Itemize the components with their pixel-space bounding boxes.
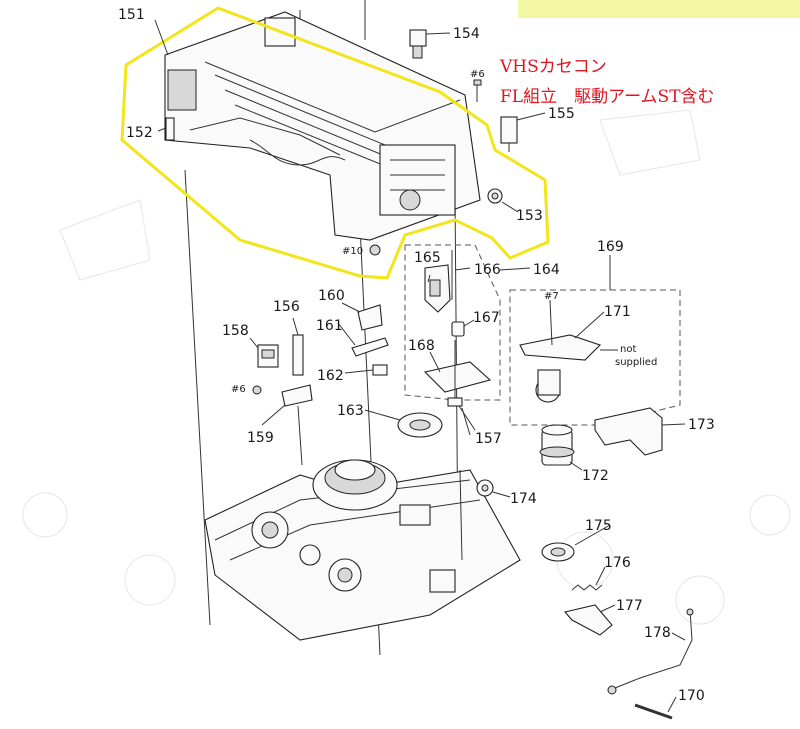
part-178-wire xyxy=(607,608,694,695)
label-160: 160 xyxy=(318,288,345,304)
label-171: 171 xyxy=(604,304,631,320)
part-158-solenoid xyxy=(257,344,279,368)
part-152-pin xyxy=(157,117,175,141)
part-167-roller xyxy=(451,321,465,337)
part-labels: 151 152 153 154 155 156 157 158 159 160 … xyxy=(118,7,715,704)
not-supplied-line2: supplied xyxy=(615,357,657,368)
annotation-line1: VHSカセコン xyxy=(499,57,607,77)
part-160-bracket xyxy=(357,304,383,331)
label-161: 161 xyxy=(316,318,343,334)
screw-6-left xyxy=(252,385,262,395)
part-173-bracket xyxy=(594,407,686,456)
part-171-arm xyxy=(519,299,602,403)
not-supplied-line1: not xyxy=(620,344,636,355)
corner-tab xyxy=(518,0,800,18)
part-162-clip xyxy=(372,364,388,376)
label-174: 174 xyxy=(510,491,537,507)
label-163: 163 xyxy=(337,403,364,419)
part-155-switch xyxy=(500,112,546,152)
label-178: 178 xyxy=(644,625,671,641)
label-153: 153 xyxy=(516,208,543,224)
part-172-gear-stack xyxy=(539,424,575,466)
label-166: 166 xyxy=(474,262,501,278)
not-supplied-note: not supplied xyxy=(600,344,657,368)
background-ghosts xyxy=(22,109,791,625)
screw-6-top xyxy=(473,79,482,102)
fl-assembly-151 xyxy=(164,11,481,241)
label-173: 173 xyxy=(688,417,715,433)
part-154-pin xyxy=(409,29,451,59)
label-165: 165 xyxy=(414,250,441,266)
label-176: 176 xyxy=(604,555,631,571)
label-168: 168 xyxy=(408,338,435,354)
part-165-bracket xyxy=(424,250,453,313)
part-156-shaft xyxy=(292,334,304,376)
part-175-gear xyxy=(541,542,575,562)
part-176-spring xyxy=(571,584,603,591)
group-169-dashed-box xyxy=(509,289,681,426)
label-157: 157 xyxy=(475,431,502,447)
part-170-pin xyxy=(634,703,673,720)
label-164: 164 xyxy=(533,262,560,278)
part-161-lever xyxy=(351,337,389,357)
group-164-dashed-box xyxy=(404,244,501,401)
screw-labels: #6 #6 #7 #10 xyxy=(231,69,559,395)
label-170: 170 xyxy=(678,688,705,704)
label-151: 151 xyxy=(118,7,145,23)
part-168-plate xyxy=(423,340,492,400)
label-screw-6-left: #6 xyxy=(231,384,246,395)
part-157-shaft xyxy=(447,397,476,431)
label-159: 159 xyxy=(247,430,274,446)
label-155: 155 xyxy=(548,106,575,122)
part-177-lever xyxy=(563,604,613,636)
label-177: 177 xyxy=(616,598,643,614)
part-159-bracket xyxy=(281,384,313,466)
label-154: 154 xyxy=(453,26,480,42)
label-167: 167 xyxy=(473,310,500,326)
annotation-line2: FL組立 駆動アームST含む xyxy=(500,87,715,107)
part-153-gear xyxy=(487,188,519,213)
label-175: 175 xyxy=(585,518,612,534)
leader-lines xyxy=(154,19,686,713)
label-screw-6-top: #6 xyxy=(470,69,485,80)
red-annotation: VHSカセコン FL組立 駆動アームST含む xyxy=(499,57,715,107)
label-screw-7: #7 xyxy=(544,291,559,302)
label-152: 152 xyxy=(126,125,153,141)
label-158: 158 xyxy=(222,323,249,339)
part-174-gear xyxy=(476,479,511,498)
label-172: 172 xyxy=(582,468,609,484)
fl-assembly-highlight xyxy=(120,6,550,280)
label-screw-10: #10 xyxy=(342,246,363,257)
main-chassis xyxy=(204,459,521,641)
part-163-pulley xyxy=(397,412,443,438)
label-156: 156 xyxy=(273,299,300,315)
label-162: 162 xyxy=(317,368,344,384)
label-169: 169 xyxy=(597,239,624,255)
screw-10 xyxy=(369,244,381,256)
